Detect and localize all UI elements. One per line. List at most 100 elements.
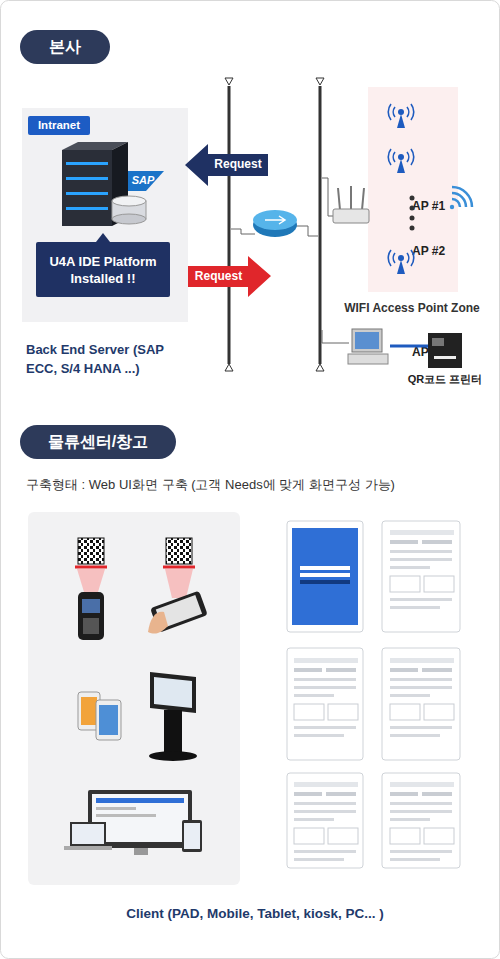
node-text: Back End Server (SAP ECC, S/4 HANA ...) xyxy=(26,340,191,378)
antenna-icon xyxy=(388,250,414,274)
login-button xyxy=(300,580,350,584)
node-text: AP #2 xyxy=(412,244,458,259)
server-front xyxy=(62,150,112,226)
device-area xyxy=(28,512,240,885)
phone-screen xyxy=(99,705,118,735)
screen-thumbnail xyxy=(287,773,363,868)
kiosk-display xyxy=(154,677,192,708)
pc-monitor xyxy=(352,329,382,352)
qr-code xyxy=(78,538,104,564)
access-point-device xyxy=(333,209,369,223)
platform-box: U4A IDE Platform Installed !! xyxy=(36,242,170,297)
qr-code xyxy=(166,538,192,564)
section-pill: 물류센터/창고 xyxy=(20,425,176,459)
client-caption: Client (PAD, Mobile, Tablet, kiosk, PC..… xyxy=(40,906,470,923)
qr-printer xyxy=(428,333,462,368)
login-field xyxy=(300,573,350,577)
wifi-signal xyxy=(450,205,454,209)
line-end-mark xyxy=(225,364,233,371)
handheld-scanner xyxy=(78,592,104,640)
node-text: Intranet xyxy=(28,116,90,135)
scan-beam xyxy=(77,569,105,592)
server-light xyxy=(66,192,108,195)
screen-header xyxy=(96,798,184,803)
router-wire xyxy=(231,229,255,234)
login-screen xyxy=(292,528,358,625)
pc-screen xyxy=(355,332,379,349)
router-top xyxy=(253,210,297,230)
network-line xyxy=(319,86,322,364)
screen-thumbnail xyxy=(287,648,363,760)
screen-content xyxy=(390,658,454,737)
scanner-screen xyxy=(82,599,100,613)
line-end-mark xyxy=(225,78,233,85)
wifi-signal xyxy=(452,187,472,207)
ap-antenna xyxy=(350,186,352,210)
phone-screen xyxy=(81,697,97,725)
arrow-label: Request xyxy=(207,157,269,172)
scan-line xyxy=(75,566,107,569)
screen-row xyxy=(96,814,156,817)
database-top xyxy=(112,196,146,206)
screen-content xyxy=(294,782,358,861)
server-light xyxy=(66,177,108,180)
screen-thumbnail xyxy=(287,521,363,632)
desktop-screen xyxy=(92,794,188,842)
callout-pointer xyxy=(96,233,110,242)
ap-wire xyxy=(322,178,334,216)
printer-panel xyxy=(432,338,444,346)
node-text: U4A IDE Platform Installed !! xyxy=(36,242,170,297)
ellipsis-dot xyxy=(410,196,415,201)
sap-logo xyxy=(128,171,164,191)
antenna-icon xyxy=(388,149,414,173)
logo-text: SAP xyxy=(128,174,158,188)
screen-thumbnail xyxy=(382,773,460,868)
server-light xyxy=(66,162,108,165)
ellipsis-dot xyxy=(410,226,415,231)
scan-line xyxy=(163,566,195,569)
ap-antenna xyxy=(338,188,340,210)
node-text: 본사 xyxy=(20,30,110,64)
scan-beam xyxy=(165,569,193,598)
router-wire xyxy=(296,226,318,236)
screen-row xyxy=(96,807,136,810)
screen-thumbnail xyxy=(382,648,460,760)
zone-tag: Intranet xyxy=(28,116,90,135)
phone-device xyxy=(96,700,121,740)
description-text: 구축형태 : Web UI화면 구축 (고객 Needs에 맞게 화면구성 가능… xyxy=(26,477,490,493)
device-caption: QR코드 프린터 xyxy=(402,373,488,387)
kiosk-screen xyxy=(150,672,196,713)
laptop-base xyxy=(64,846,112,850)
scanner-keypad xyxy=(83,618,99,634)
database-base xyxy=(112,214,146,224)
antenna-icon xyxy=(388,104,414,128)
router-arrow xyxy=(265,216,285,224)
arrow-label: Request xyxy=(189,269,248,284)
ellipsis-dot xyxy=(410,216,415,221)
monitor-stand xyxy=(134,848,148,855)
login-field xyxy=(300,566,350,570)
tablet-screen xyxy=(184,823,200,849)
line-end-mark xyxy=(316,364,324,371)
ap-antenna xyxy=(362,188,364,210)
node-text: 물류센터/창고 xyxy=(20,425,176,459)
request-arrow xyxy=(188,256,271,297)
printer-link xyxy=(390,345,428,348)
request-arrow xyxy=(185,144,268,186)
network-line xyxy=(228,86,231,364)
laptop-display xyxy=(72,824,104,844)
pc-wire xyxy=(322,330,349,343)
line-end-mark xyxy=(316,78,324,85)
kiosk-base xyxy=(149,751,197,761)
pc-base xyxy=(348,354,388,364)
screen-content xyxy=(390,530,454,609)
screen-thumbnail xyxy=(382,521,460,632)
section-pill: 본사 xyxy=(20,30,110,64)
tablet-device xyxy=(182,820,202,852)
node-text: WIFI Access Point Zone xyxy=(332,301,492,316)
server-light xyxy=(66,207,108,210)
screen-content xyxy=(294,658,358,737)
